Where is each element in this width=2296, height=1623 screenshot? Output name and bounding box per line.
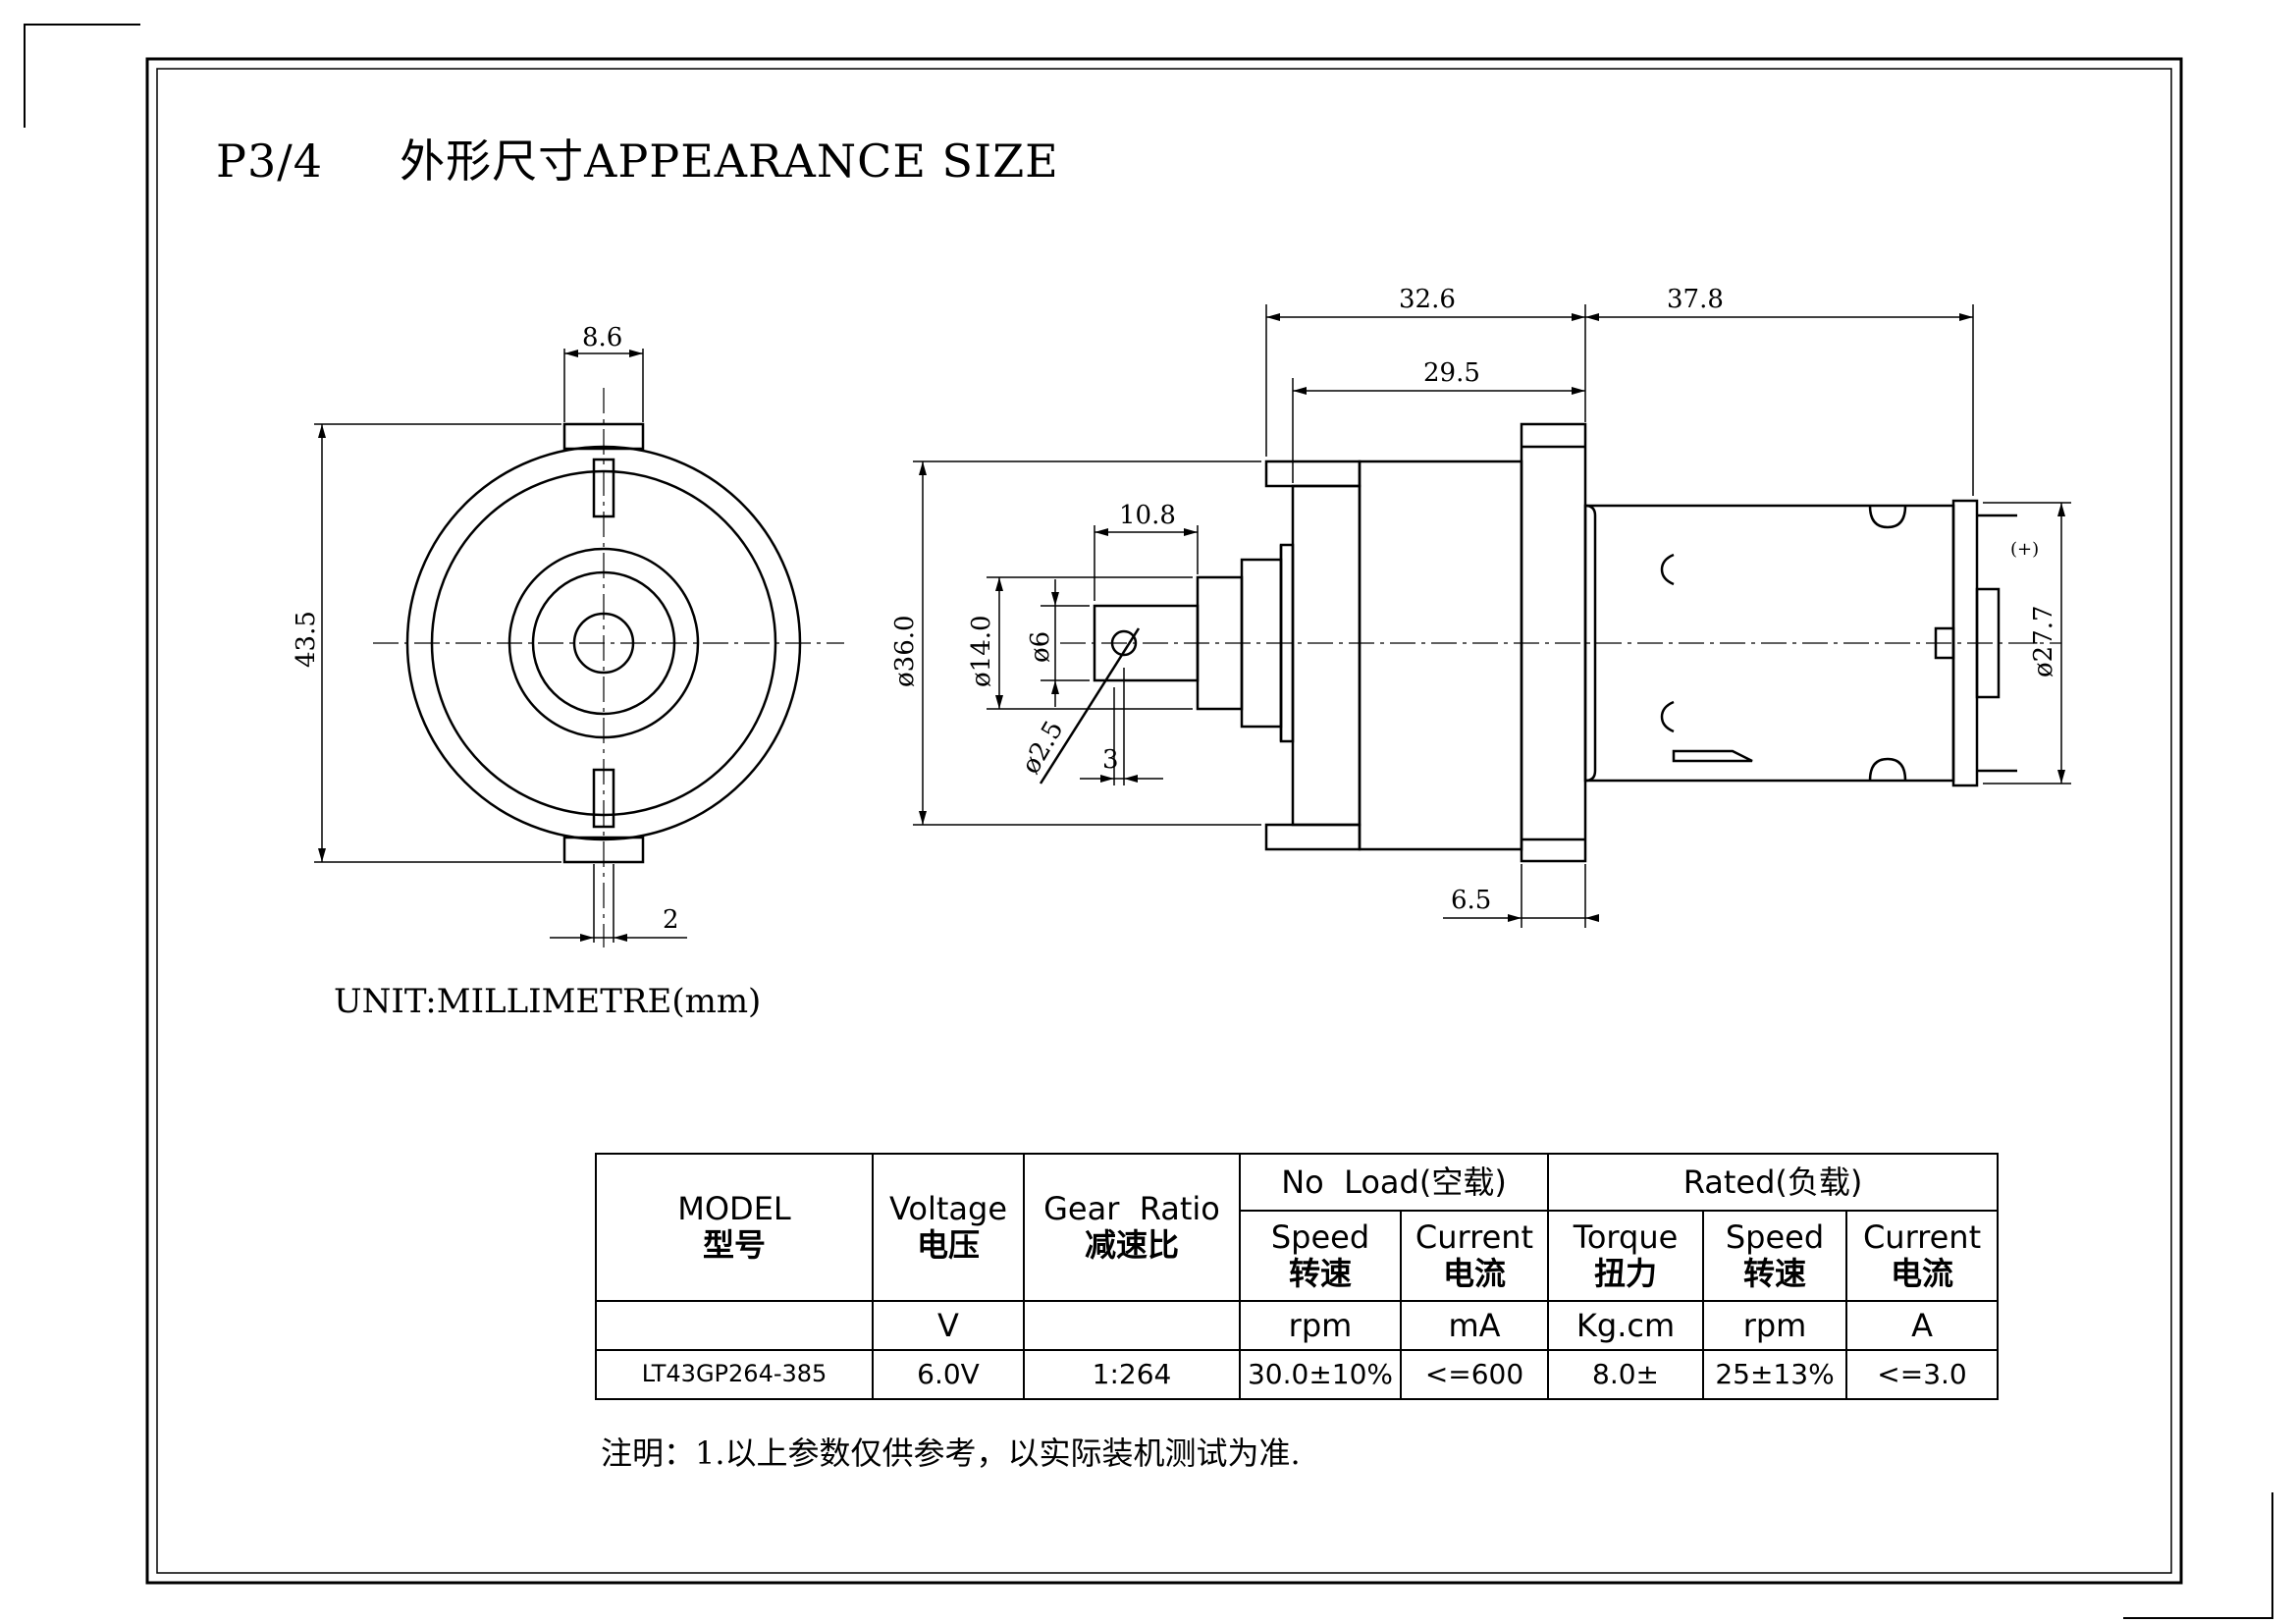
row-r-current: <=3.0 xyxy=(1845,1349,2000,1400)
header-model-cn: 型号 xyxy=(702,1226,766,1264)
header-r-current-en: Current xyxy=(1862,1218,1982,1257)
header-voltage-cn: 电压 xyxy=(916,1226,980,1264)
unit-r-speed: rpm xyxy=(1702,1300,1848,1351)
dim-len-total-front: 32.6 xyxy=(1399,285,1456,314)
row-gear-ratio: 1:264 xyxy=(1023,1349,1241,1400)
unit-note: UNIT:MILLIMETRE(mm) xyxy=(334,982,762,1021)
header-nl-current: Current 电流 xyxy=(1399,1210,1550,1302)
front-view xyxy=(373,388,844,947)
header-nl-speed-cn: 转速 xyxy=(1288,1255,1352,1292)
page-title: P3/4 外形尺寸APPEARANCE SIZE xyxy=(216,135,1059,188)
dim-len-gearbox: 29.5 xyxy=(1423,358,1480,388)
row-r-speed: 25±13% xyxy=(1702,1349,1848,1400)
header-model-en: MODEL xyxy=(677,1190,791,1228)
header-r-speed-cn: 转速 xyxy=(1743,1255,1807,1292)
dim-front-width: 8.6 xyxy=(582,323,622,352)
header-r-current-cn: 电流 xyxy=(1891,1255,1954,1292)
row-model: LT43GP264-385 xyxy=(595,1349,874,1400)
header-r-torque-en: Torque xyxy=(1573,1218,1679,1257)
unit-r-torque: Kg.cm xyxy=(1547,1300,1705,1351)
header-gear-ratio-cn: 减速比 xyxy=(1084,1226,1179,1264)
header-nl-current-en: Current xyxy=(1415,1218,1534,1257)
unit-model xyxy=(595,1300,874,1351)
header-nl-speed-en: Speed xyxy=(1270,1218,1370,1257)
header-rated: Rated(负载) xyxy=(1547,1153,2000,1212)
side-view xyxy=(1039,422,2061,863)
header-voltage-en: Voltage xyxy=(888,1190,1008,1228)
dimension-labels: 8.6 43.5 2 32.6 37.8 29.5 10.8 ø36.0 ø14… xyxy=(292,285,2058,935)
dim-dia-shaft: ø6 xyxy=(1026,631,1055,663)
header-no-load: No Load(空载) xyxy=(1238,1153,1550,1212)
corner-marks xyxy=(24,24,2273,1619)
sheet-border xyxy=(145,57,2183,1585)
header-model: MODEL 型号 xyxy=(595,1153,874,1302)
row-r-torque: 8.0± xyxy=(1547,1349,1705,1400)
header-r-speed-en: Speed xyxy=(1725,1218,1825,1257)
spec-table: MODEL 型号 Voltage 电压 Gear Ratio 减速比 No Lo… xyxy=(595,1153,2000,1400)
header-r-speed: Speed 转速 xyxy=(1702,1210,1848,1302)
row-nl-speed: 30.0±10% xyxy=(1239,1349,1402,1400)
header-r-torque: Torque 扭力 xyxy=(1547,1210,1705,1302)
header-r-torque-cn: 扭力 xyxy=(1594,1255,1658,1292)
dim-hole-offset: 3 xyxy=(1102,745,1119,775)
header-gear-ratio-en: Gear Ratio xyxy=(1043,1190,1220,1228)
terminal-plus: (+) xyxy=(2010,539,2039,560)
dim-front-height: 43.5 xyxy=(292,611,321,668)
dim-dia-gearbox: ø36.0 xyxy=(890,615,920,687)
front-view-dimensions xyxy=(314,349,687,943)
header-gear-ratio: Gear Ratio 减速比 xyxy=(1023,1153,1241,1302)
side-view-dimensions xyxy=(913,304,2071,928)
dim-len-motor: 37.8 xyxy=(1667,285,1724,314)
row-voltage: 6.0V xyxy=(872,1349,1025,1400)
dim-flange-thick: 6.5 xyxy=(1451,886,1491,915)
unit-gear-ratio xyxy=(1023,1300,1241,1351)
header-nl-speed: Speed 转速 xyxy=(1239,1210,1402,1302)
dim-dia-motor: ø27.7 xyxy=(2029,605,2058,677)
header-nl-current-cn: 电流 xyxy=(1443,1255,1507,1292)
header-voltage: Voltage 电压 xyxy=(872,1153,1025,1302)
row-nl-current: <=600 xyxy=(1399,1349,1550,1400)
dim-front-slot: 2 xyxy=(663,905,679,935)
footnote: 注明：1.以上参数仅供参考，以实际装机测试为准. xyxy=(601,1434,1301,1472)
unit-voltage: V xyxy=(872,1300,1025,1351)
dim-dia-boss: ø14.0 xyxy=(967,615,996,687)
unit-r-current: A xyxy=(1845,1300,2000,1351)
dim-shaft-len: 10.8 xyxy=(1119,501,1176,530)
unit-nl-speed: rpm xyxy=(1239,1300,1402,1351)
unit-nl-current: mA xyxy=(1399,1300,1550,1351)
dim-dia-hole: ø2.5 xyxy=(1016,716,1069,779)
header-r-current: Current 电流 xyxy=(1845,1210,2000,1302)
